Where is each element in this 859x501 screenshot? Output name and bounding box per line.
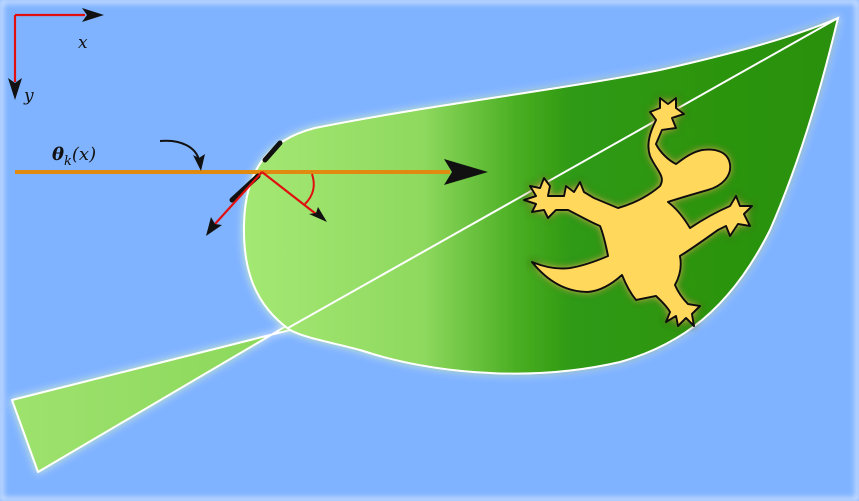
theta-argument: (x)	[72, 144, 96, 165]
theta-symbol: θ	[52, 144, 64, 165]
y-axis-label: y	[23, 86, 34, 106]
x-axis-label: x	[78, 33, 88, 53]
theta-subscript: k	[64, 154, 72, 169]
